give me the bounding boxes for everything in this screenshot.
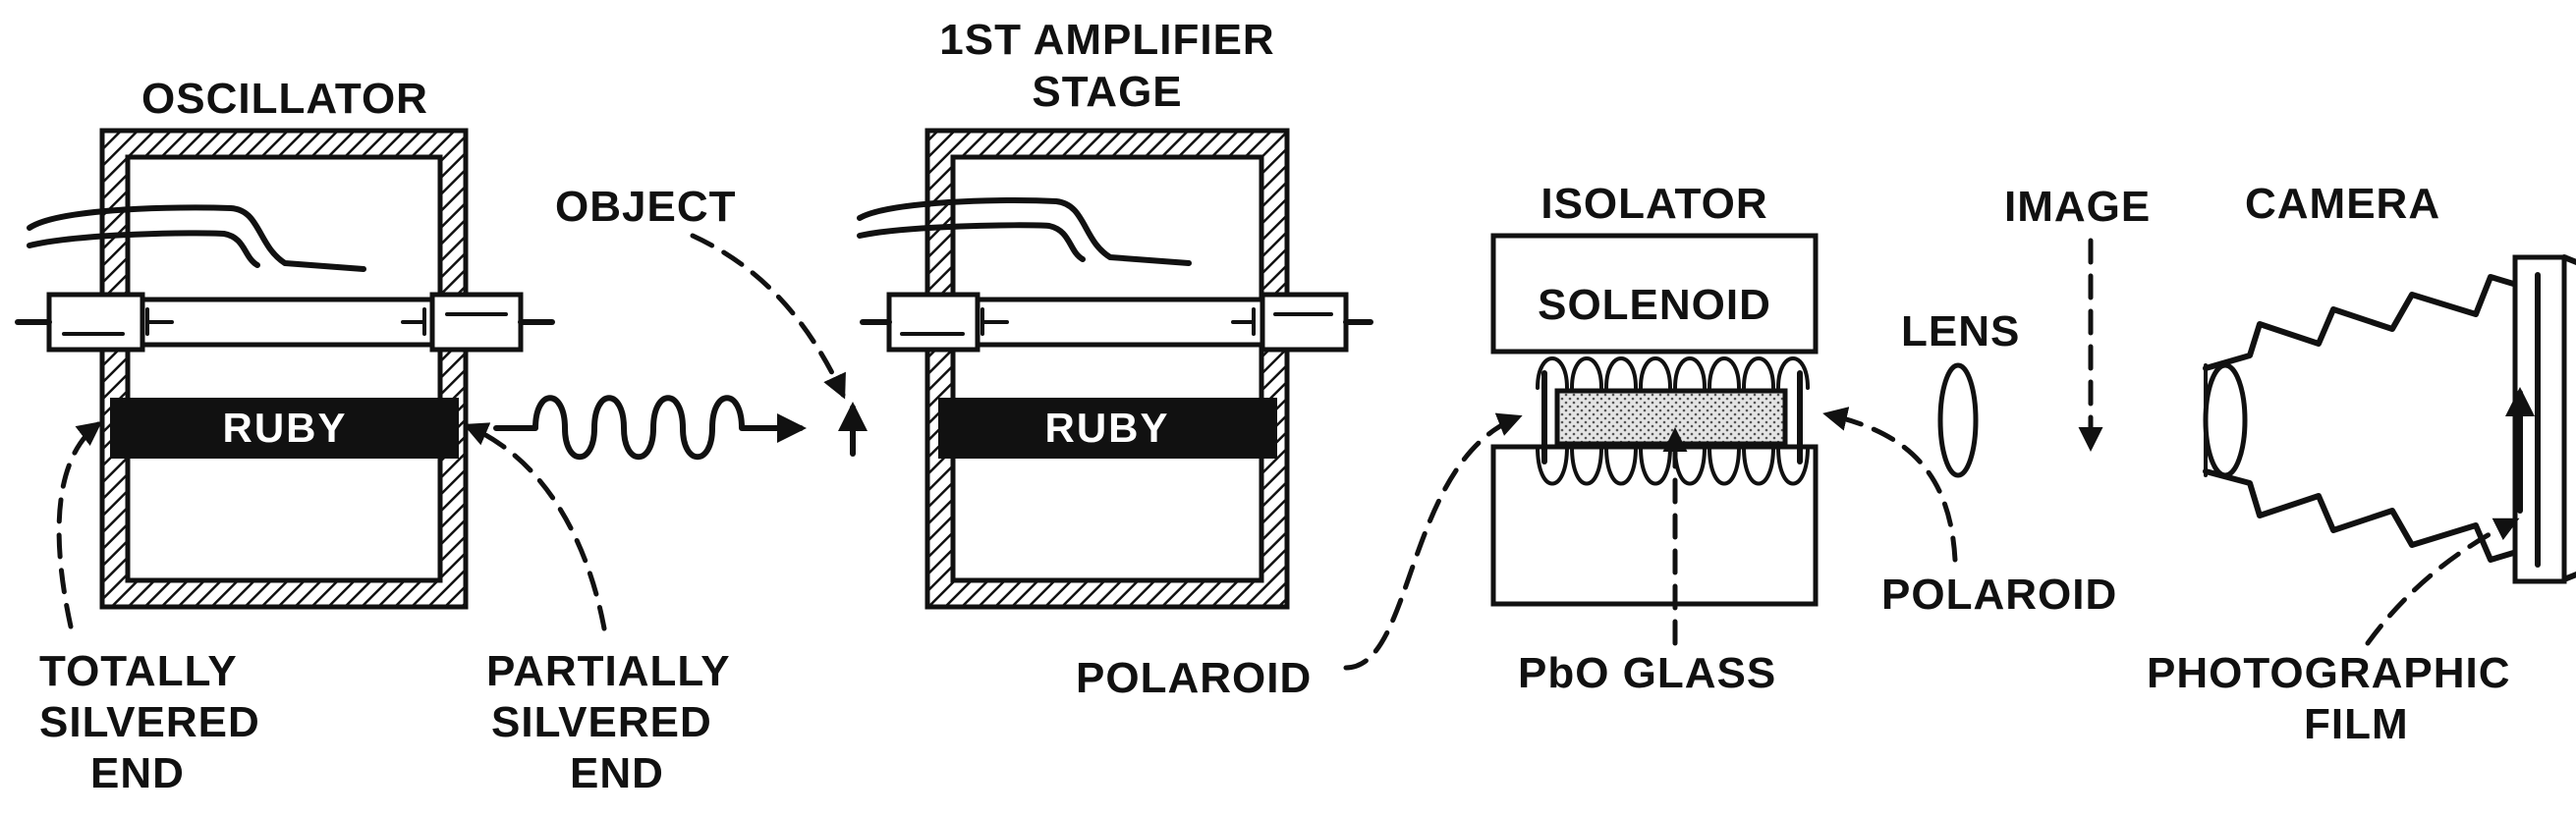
partially-silvered-label-1: PARTIALLY [486,647,731,695]
ruby-rod-1-label: RUBY [222,405,347,451]
pbo-glass-rod [1554,388,1788,447]
totally-silvered-label-2: SILVERED [39,698,260,746]
amplifier-title-1: 1ST AMPLIFIER [939,16,1274,64]
pbo-glass-label: PbO GLASS [1518,649,1776,697]
ruby-rod-2-label: RUBY [1044,405,1169,451]
oscillator-housing [99,128,469,610]
oscillator-unit: RUBY [15,128,555,610]
polaroid-left-label: POLAROID [1076,654,1312,702]
solenoid-bottom-block [1490,444,1819,607]
ruby-rod-1 [110,398,459,459]
amplifier-end-cap-left [886,292,980,353]
polaroid-right-pointer [1822,407,1958,563]
camera-title: CAMERA [2245,180,2440,228]
partially-silvered-label-2: SILVERED [491,698,712,746]
isolator-unit: SOLENOID [1490,233,1819,607]
amplifier-title-2: STAGE [1032,68,1182,116]
solenoid-coils [1536,356,1810,486]
totally-silvered-label-3: END [90,749,185,797]
laser-beam-wave [493,395,807,461]
oscillator-end-cap-left [46,292,145,353]
oscillator-flash-tube [27,204,366,272]
photographic-film-label-1: PHOTOGRAPHIC [2147,649,2511,697]
amplifier-rod-holder [975,297,1265,348]
object-label: OBJECT [555,183,736,231]
totally-silvered-pointer [56,420,102,629]
ruby-rod-2 [938,398,1277,459]
isolator-title: ISOLATOR [1540,180,1767,228]
lens-shape [1937,362,1979,478]
partially-silvered-pointer [463,422,607,631]
partially-silvered-label-3: END [570,749,664,797]
amplifier-end-cap-right [1260,292,1349,353]
lens-label: LENS [1901,307,2020,355]
solenoid-top-block [1490,233,1819,354]
oscillator-rod-holder [140,297,435,348]
amplifier-unit: RUBY [857,128,1373,610]
photographic-film-label-2: FILM [2304,700,2409,748]
amplifier-flash-tube [857,196,1192,266]
image-label: IMAGE [2004,183,2151,231]
camera-lens [2203,362,2248,478]
oscillator-end-cap-right [429,292,524,353]
polaroid-left-pointer [1343,412,1523,671]
solenoid-label: SOLENOID [1538,281,1771,329]
polaroid-right-label: POLAROID [1881,571,2117,619]
oscillator-title: OSCILLATOR [141,75,428,123]
object-pointer [690,233,846,400]
totally-silvered-label-1: TOTALLY [39,647,238,695]
camera-unit [2203,254,2576,584]
